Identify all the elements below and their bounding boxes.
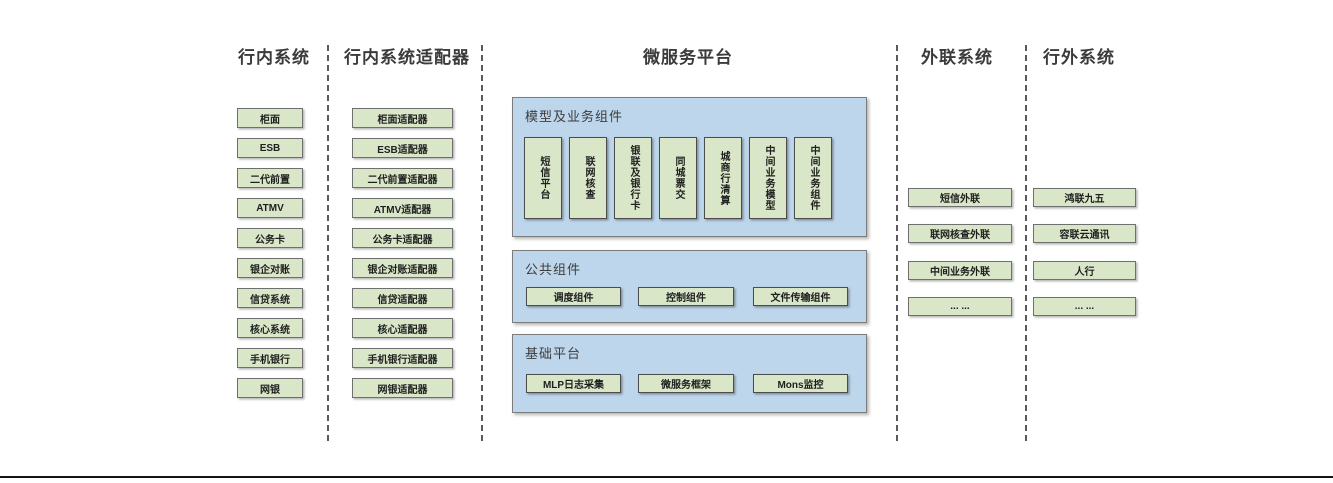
system-box: 网银 <box>237 378 303 398</box>
column-divider <box>1025 45 1027 441</box>
panel-base-platform: 基础平台 MLP日志采集 微服务框架 Mons监控 <box>512 334 867 413</box>
outreach-box: 短信外联 <box>908 188 1012 207</box>
component-box: 控制组件 <box>638 287 734 306</box>
bottom-rule <box>0 476 1333 478</box>
panel-label: 模型及业务组件 <box>525 109 624 124</box>
component-box: MLP日志采集 <box>526 374 621 393</box>
system-box: 手机银行 <box>237 348 303 368</box>
system-box: ESB <box>237 138 303 158</box>
external-box: 容联云通讯 <box>1033 224 1136 243</box>
adapter-box: 信贷适配器 <box>352 288 453 308</box>
external-box: 鸿联九五 <box>1033 188 1136 207</box>
adapter-box: 手机银行适配器 <box>352 348 453 368</box>
adapter-box: ATMV适配器 <box>352 198 453 218</box>
component-box: 银联及银行卡 <box>614 137 652 219</box>
column-divider <box>896 45 898 441</box>
system-box: 公务卡 <box>237 228 303 248</box>
panel-label: 公共组件 <box>525 262 582 277</box>
component-box: 中间业务模型 <box>749 137 787 219</box>
panel-common-components: 公共组件 调度组件 控制组件 文件传输组件 <box>512 250 867 323</box>
system-box: 信贷系统 <box>237 288 303 308</box>
column-title-outreach-systems: 外联系统 <box>921 48 993 67</box>
component-box: 中间业务组件 <box>794 137 832 219</box>
component-box: Mons监控 <box>753 374 848 393</box>
column-divider <box>327 45 329 441</box>
column-title-external-systems: 行外系统 <box>1043 48 1115 67</box>
column-title-internal-systems: 行内系统 <box>238 48 310 67</box>
system-box: 柜面 <box>237 108 303 128</box>
outreach-box: ... ... <box>908 297 1012 316</box>
system-box: 二代前置 <box>237 168 303 188</box>
column-divider <box>481 45 483 441</box>
adapter-box: 二代前置适配器 <box>352 168 453 188</box>
system-box: 银企对账 <box>237 258 303 278</box>
adapter-box: 核心适配器 <box>352 318 453 338</box>
external-box: ... ... <box>1033 297 1136 316</box>
adapter-box: 网银适配器 <box>352 378 453 398</box>
adapter-box: 柜面适配器 <box>352 108 453 128</box>
component-box: 同城票交 <box>659 137 697 219</box>
component-box: 联网核查 <box>569 137 607 219</box>
external-box: 人行 <box>1033 261 1136 280</box>
component-box: 城商行清算 <box>704 137 742 219</box>
component-box: 微服务框架 <box>638 374 734 393</box>
system-box: 核心系统 <box>237 318 303 338</box>
component-box: 文件传输组件 <box>753 287 848 306</box>
adapter-box: 公务卡适配器 <box>352 228 453 248</box>
column-title-microservice-platform: 微服务平台 <box>643 48 733 67</box>
adapter-box: 银企对账适配器 <box>352 258 453 278</box>
column-title-internal-adapters: 行内系统适配器 <box>344 48 470 67</box>
adapter-box: ESB适配器 <box>352 138 453 158</box>
component-box: 短信平台 <box>524 137 562 219</box>
panel-label: 基础平台 <box>525 346 582 361</box>
system-box: ATMV <box>237 198 303 218</box>
component-box: 调度组件 <box>526 287 621 306</box>
outreach-box: 中间业务外联 <box>908 261 1012 280</box>
panel-model-business-components: 模型及业务组件 短信平台 联网核查 银联及银行卡 同城票交 城商行清算 中间业务… <box>512 97 867 237</box>
outreach-box: 联网核查外联 <box>908 224 1012 243</box>
